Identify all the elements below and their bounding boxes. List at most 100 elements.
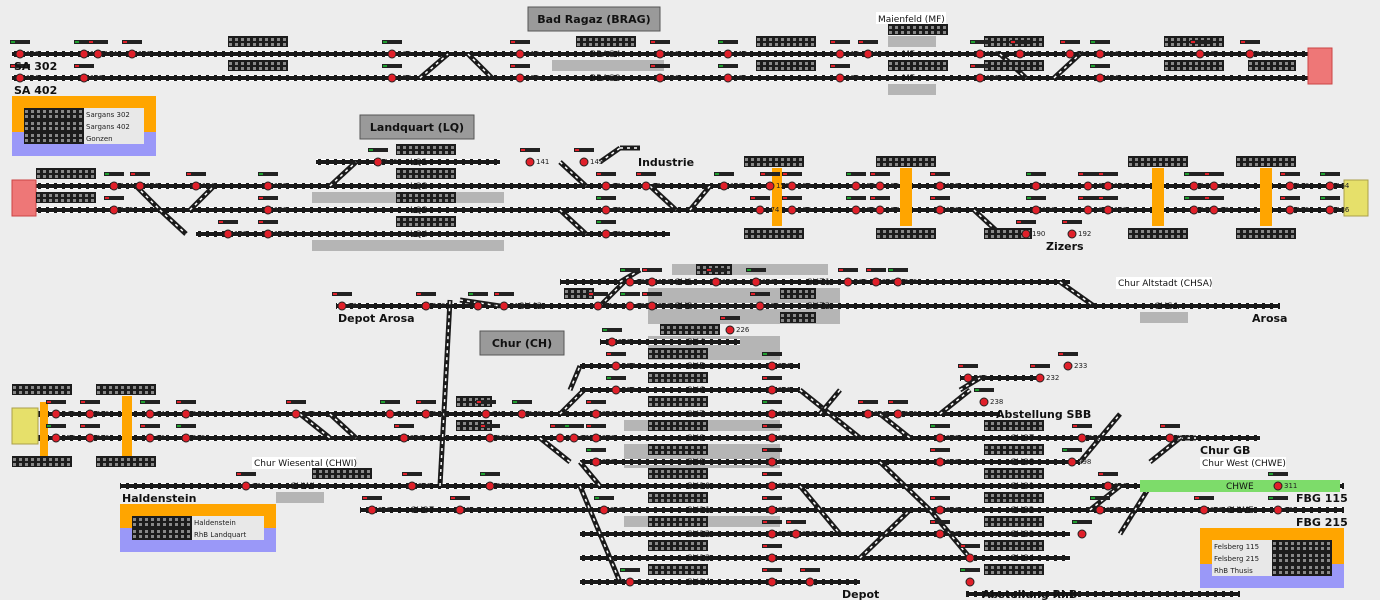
signal-115[interactable]: 115: [970, 40, 999, 59]
signal-198[interactable]: 198: [706, 268, 735, 287]
signal-146[interactable]: 146: [186, 172, 216, 191]
signal-256[interactable]: 256: [888, 400, 918, 419]
signal-182[interactable]: 182: [1098, 196, 1127, 215]
signal-222[interactable]: 222: [620, 292, 649, 311]
signal-116[interactable]: 116: [1010, 40, 1040, 59]
signal-[interactable]: [620, 568, 640, 587]
signal-147[interactable]: 147: [258, 172, 287, 191]
signal-300[interactable]: 300: [236, 472, 265, 491]
signal-145[interactable]: 145: [130, 172, 159, 191]
signal-189[interactable]: 189: [596, 220, 625, 239]
signal-248[interactable]: 248: [512, 400, 541, 419]
signal-111[interactable]: 111: [650, 40, 679, 59]
signal-240[interactable]: 240: [46, 400, 75, 419]
signal-246[interactable]: 246: [416, 400, 446, 419]
signal-143[interactable]: 143: [574, 148, 603, 167]
signal-176[interactable]: 176: [846, 196, 876, 215]
signal-164[interactable]: 164: [1320, 172, 1350, 191]
signal-118[interactable]: 118: [1090, 40, 1119, 59]
signal-333[interactable]: 333: [1268, 496, 1297, 515]
signal-239[interactable]: 239: [80, 400, 109, 419]
signal-160[interactable]: 160: [1098, 172, 1127, 191]
signal-187[interactable]: 187: [218, 220, 247, 239]
signal-175[interactable]: 175: [782, 196, 811, 215]
signal-269[interactable]: 269: [480, 424, 509, 443]
signal-158[interactable]: 158: [1026, 172, 1055, 191]
signal-110[interactable]: 110: [510, 40, 539, 59]
signal-122[interactable]: 122: [1240, 40, 1269, 59]
signal-134[interactable]: 134: [830, 64, 860, 83]
signal-151[interactable]: 151: [636, 172, 665, 191]
signal-225[interactable]: 225: [602, 328, 631, 347]
signal-112[interactable]: 112: [718, 40, 747, 59]
signal-104[interactable]: 104: [88, 40, 118, 59]
signal-117[interactable]: 117: [1060, 40, 1089, 59]
signal-203[interactable]: 203: [866, 268, 895, 287]
signal-[interactable]: [960, 544, 980, 563]
signal-199[interactable]: 199: [746, 268, 775, 287]
signal-206[interactable]: 206: [332, 292, 362, 311]
signal-250[interactable]: 250: [586, 400, 615, 419]
signal-327[interactable]: 327: [1090, 496, 1119, 515]
signal-226[interactable]: 226: [720, 316, 750, 335]
signal-178[interactable]: 178: [930, 196, 959, 215]
signal-280[interactable]: 280: [1072, 424, 1101, 443]
signal-223[interactable]: 223: [642, 292, 671, 311]
signal-297[interactable]: 297: [930, 448, 959, 467]
signal-236[interactable]: 236: [958, 364, 988, 383]
signal-312[interactable]: 312: [362, 496, 391, 515]
signal-259[interactable]: 259: [80, 424, 109, 443]
signal-141[interactable]: 141: [520, 148, 549, 167]
signal-219[interactable]: 219: [588, 292, 617, 311]
signal-163[interactable]: 163: [1280, 172, 1309, 191]
signal-308[interactable]: 308: [762, 472, 791, 491]
signal-155[interactable]: 155: [846, 172, 875, 191]
signal-294[interactable]: 294: [762, 448, 792, 467]
signal-121[interactable]: 121: [1190, 40, 1219, 59]
signal-186[interactable]: 186: [1320, 196, 1350, 215]
signal-273[interactable]: 273: [586, 424, 615, 443]
signal-311[interactable]: 311: [1268, 472, 1297, 491]
signal-227[interactable]: 227: [606, 352, 635, 371]
signal-251[interactable]: 251: [762, 400, 791, 419]
signal-162[interactable]: 162: [1204, 172, 1233, 191]
signal-136[interactable]: 136: [1090, 64, 1120, 83]
signal-255[interactable]: 255: [858, 400, 887, 419]
signal-153[interactable]: 153: [760, 172, 789, 191]
signal-127[interactable]: 127: [74, 64, 103, 83]
signal-[interactable]: [800, 568, 820, 587]
signal-279[interactable]: 279: [930, 424, 959, 443]
signal-123[interactable]: 123: [10, 40, 39, 59]
signal-188[interactable]: 188: [258, 220, 287, 239]
signal-298[interactable]: 298: [1062, 448, 1091, 467]
signal-131[interactable]: 131: [718, 64, 747, 83]
signal-244[interactable]: 244: [380, 400, 410, 419]
signal-195[interactable]: 195: [620, 268, 649, 287]
signal-177[interactable]: 177: [870, 196, 899, 215]
signal-113[interactable]: 113: [830, 40, 859, 59]
signal-314[interactable]: 314: [450, 496, 480, 515]
signal-218[interactable]: 218: [494, 292, 523, 311]
signal-235[interactable]: 235: [762, 376, 791, 395]
signal-200[interactable]: 200: [838, 268, 867, 287]
signal-152[interactable]: 152: [714, 172, 743, 191]
signal-323[interactable]: 323: [930, 496, 959, 515]
signal-154[interactable]: 154: [782, 172, 812, 191]
signal-192[interactable]: 192: [1062, 220, 1091, 239]
signal-335[interactable]: 335: [786, 520, 815, 539]
signal-211[interactable]: 211: [468, 292, 497, 311]
signal-233[interactable]: 233: [1058, 352, 1087, 371]
signal-181[interactable]: 181: [1078, 196, 1107, 215]
signal-157[interactable]: 157: [930, 172, 959, 191]
signal-144[interactable]: 144: [104, 172, 134, 191]
signal-[interactable]: [762, 544, 782, 563]
signal-338[interactable]: 338: [930, 520, 959, 539]
signal-185[interactable]: 185: [1280, 196, 1309, 215]
signal-105[interactable]: 105: [122, 40, 151, 59]
signal-310[interactable]: 310: [1098, 472, 1127, 491]
signal-190[interactable]: 190: [1016, 220, 1045, 239]
signal-130[interactable]: 130: [650, 64, 679, 83]
signal-[interactable]: [960, 568, 980, 587]
signal-205[interactable]: 205: [888, 268, 917, 287]
signal-180[interactable]: 180: [1026, 196, 1055, 215]
